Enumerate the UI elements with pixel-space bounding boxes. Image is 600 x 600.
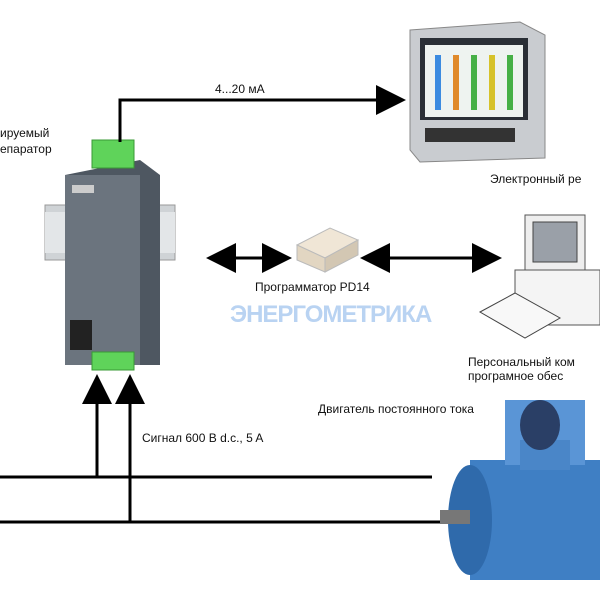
output-signal-label: 4...20 мА — [215, 82, 265, 96]
personal-computer — [478, 214, 600, 339]
dc-motor — [440, 400, 600, 580]
pc-label-1: Персональный ком — [468, 355, 575, 369]
connections — [0, 85, 502, 524]
output-arrow — [118, 85, 406, 142]
separator-device — [65, 139, 160, 371]
watermark: ЭНЕРГОМЕТРИКА — [230, 301, 432, 328]
input-signal-label: Сигнал 600 В d.c., 5 A — [142, 431, 264, 445]
electronic-recorder — [409, 21, 546, 163]
separator-label-1: ируемый — [0, 126, 50, 140]
recorder-label: Электронный ре — [490, 172, 582, 186]
motor-label: Двигатель постоянного тока — [318, 402, 474, 416]
separator-label-2: епаратор — [0, 142, 52, 156]
programmer-pd14 — [295, 227, 360, 273]
programmer-label: Программатор PD14 — [255, 280, 370, 294]
pc-label-2: програмное обес — [468, 369, 564, 383]
